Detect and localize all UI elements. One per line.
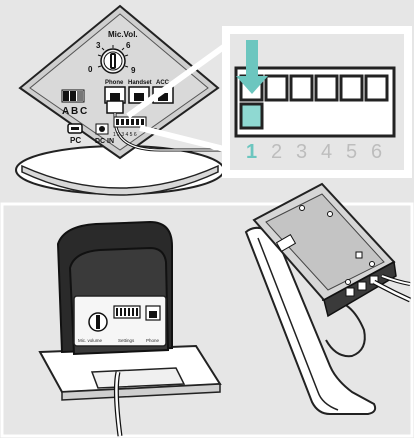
switch-letter: A bbox=[62, 106, 69, 117]
port-label-handset: Handset bbox=[128, 80, 152, 86]
base-label: Mic. volume bbox=[78, 338, 103, 343]
rear-port[interactable] bbox=[346, 288, 354, 296]
dip-switch-zoom: 1 2 3 4 5 6 bbox=[226, 30, 408, 174]
dc-in-label: DC IN bbox=[95, 138, 114, 145]
dial-number: 0 bbox=[88, 65, 93, 74]
switch-number: 5 bbox=[346, 141, 357, 163]
dial-number: 6 bbox=[126, 41, 131, 50]
pc-usb-port[interactable] bbox=[68, 124, 82, 133]
panel-dip-digits: 1 2 3 4 5 6 bbox=[113, 132, 137, 138]
abc-switch[interactable] bbox=[62, 90, 84, 102]
dc-in-port[interactable] bbox=[96, 124, 108, 134]
switch-number: 4 bbox=[321, 141, 332, 163]
switch-letter: C bbox=[80, 106, 87, 117]
base-station: Mic. volume Settings Phone bbox=[40, 222, 220, 436]
rear-port[interactable] bbox=[358, 282, 366, 290]
dial-number: 3 bbox=[96, 41, 101, 50]
switch-letter: B bbox=[71, 106, 78, 117]
switch-number: 1 bbox=[246, 141, 257, 163]
base-station-rear bbox=[246, 184, 410, 414]
mic-vol-label: Mic.Vol. bbox=[108, 30, 138, 39]
port-label-phone: Phone bbox=[105, 80, 124, 86]
base-label: Settings bbox=[118, 338, 135, 343]
connector-panel: Mic.Vol. 3 6 0 9 bbox=[20, 6, 222, 158]
switch-1-lowered[interactable] bbox=[241, 104, 262, 128]
switch-number: 3 bbox=[296, 141, 307, 163]
switch-number: 2 bbox=[271, 141, 282, 163]
base-label: Phone bbox=[146, 338, 160, 343]
dial-number: 9 bbox=[131, 66, 136, 75]
switch-number: 6 bbox=[371, 141, 382, 163]
pc-label: PC bbox=[70, 136, 81, 145]
